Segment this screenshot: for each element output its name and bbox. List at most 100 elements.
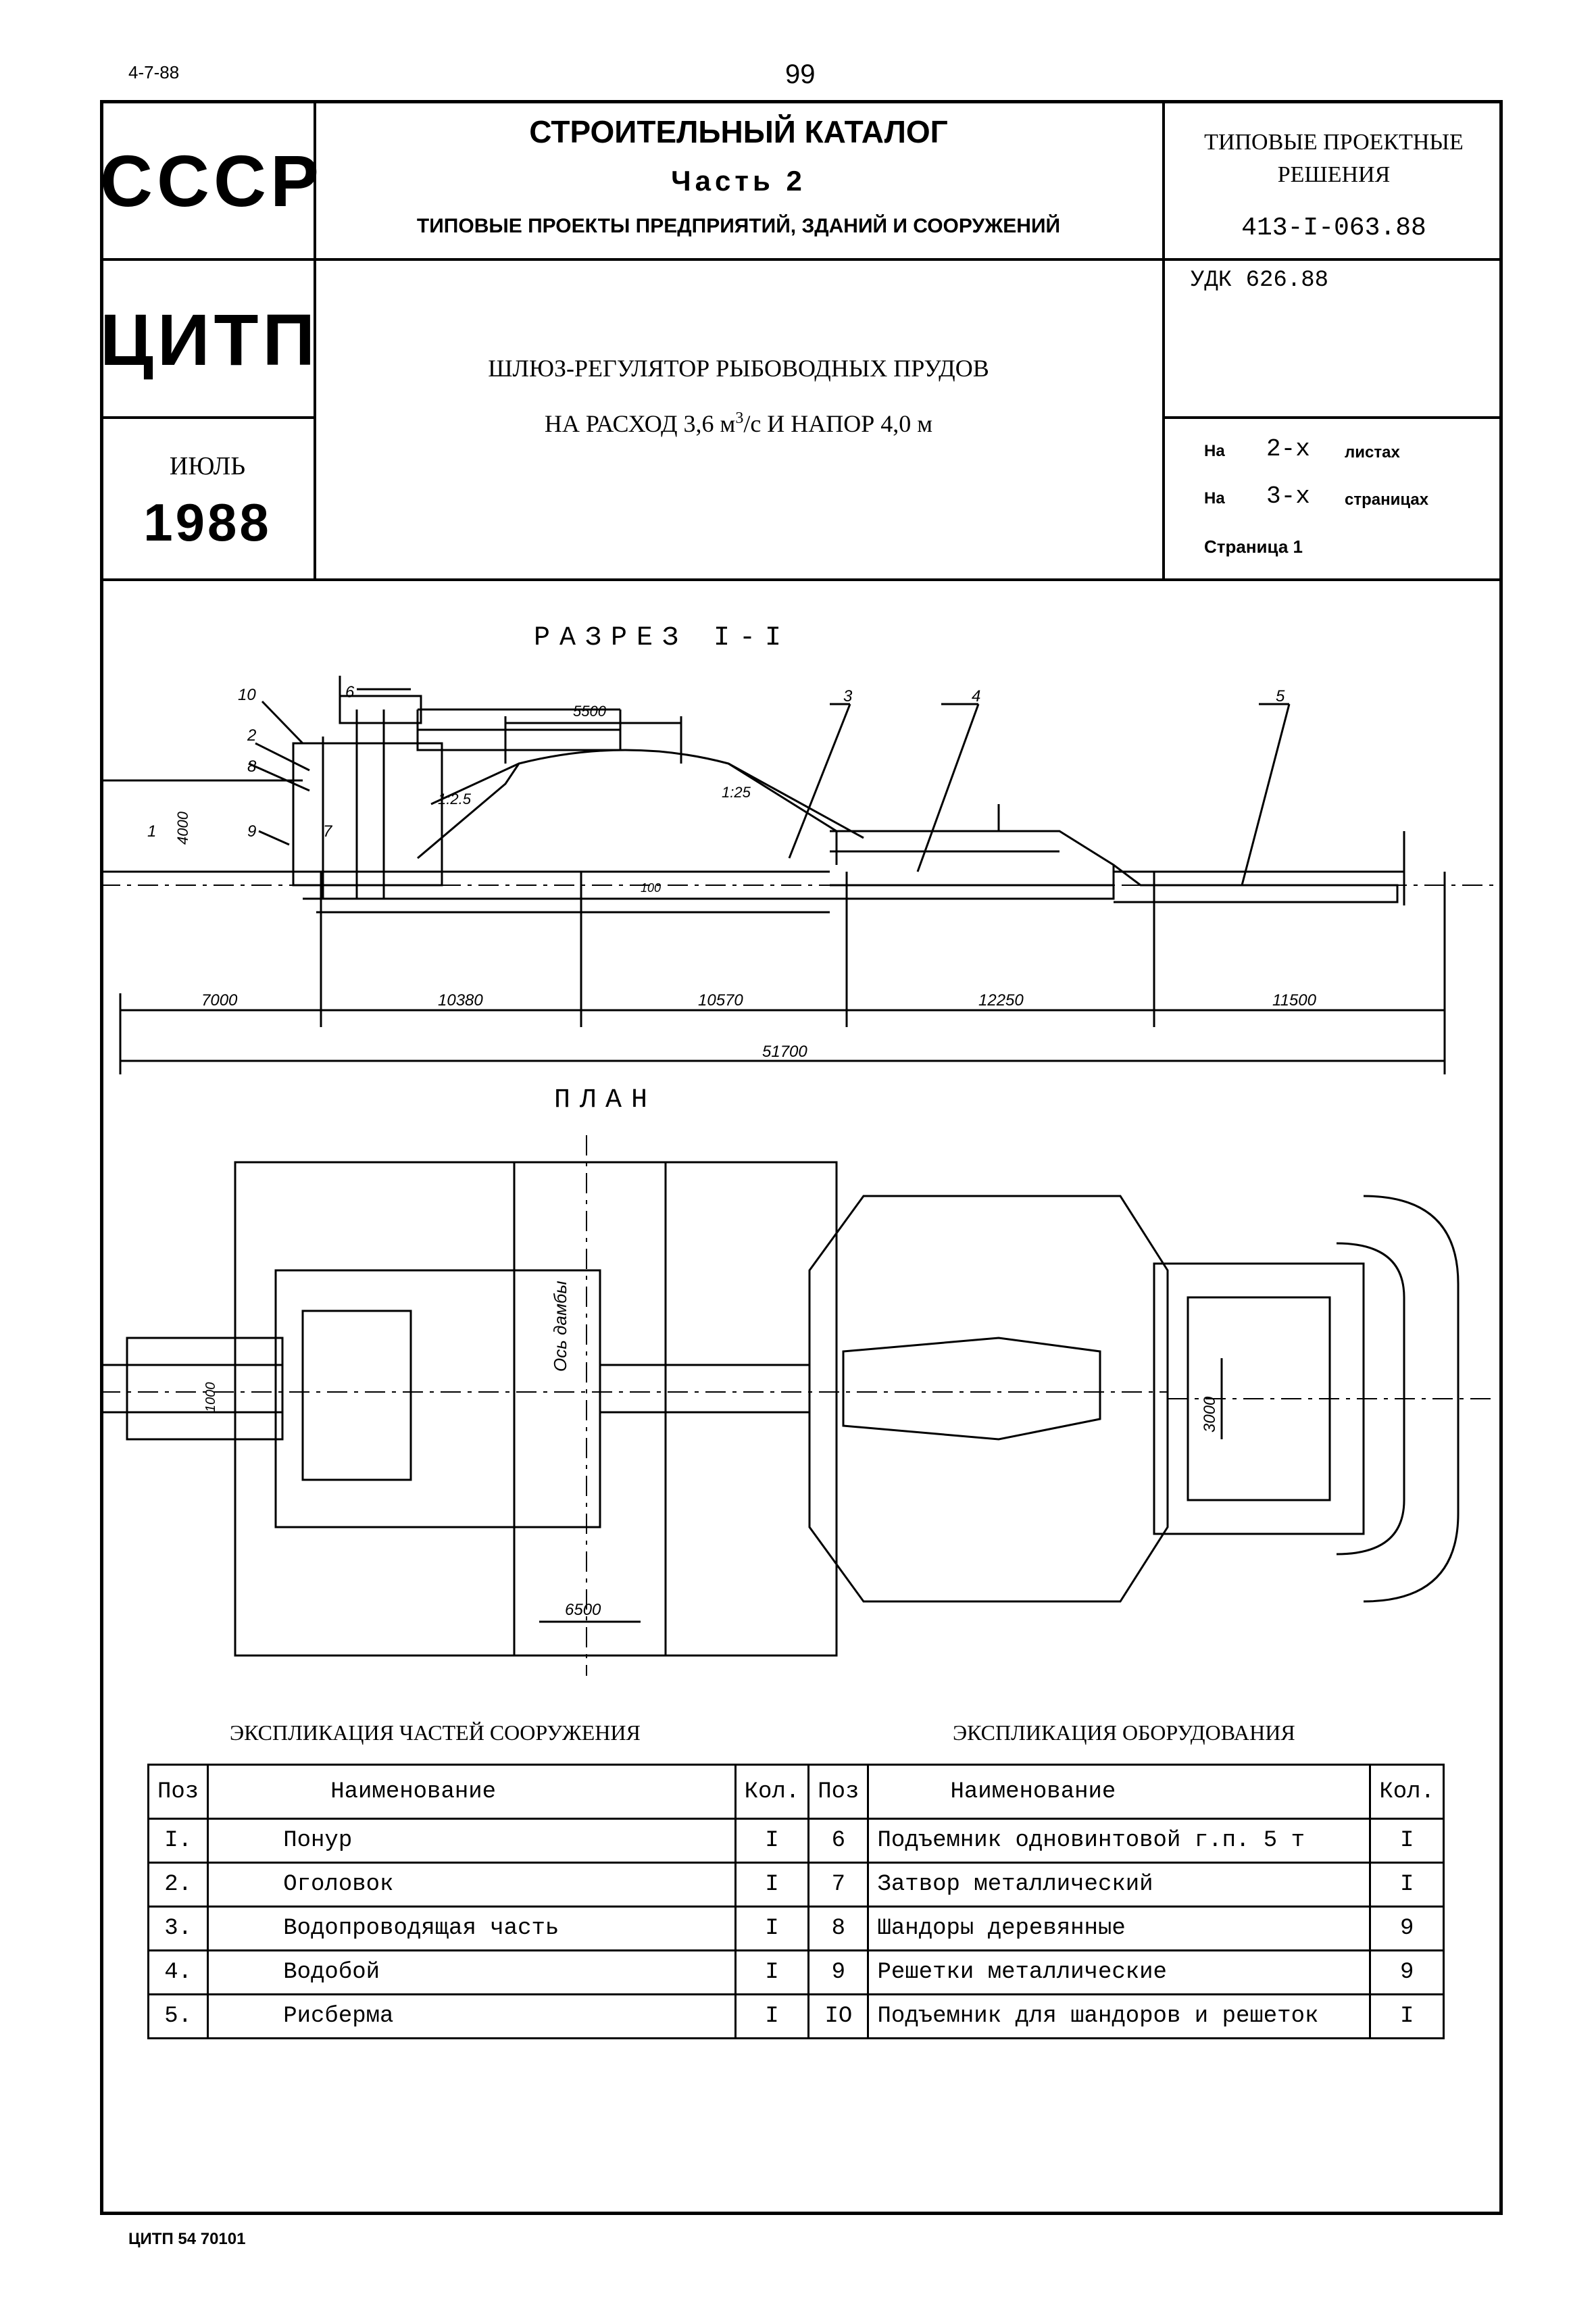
- section-dim-height: 4000: [174, 811, 191, 845]
- explication-table: Поз Наименование Кол. Поз Наименование К…: [147, 1764, 1445, 2039]
- part-name: Понур: [207, 1818, 737, 1864]
- section-drawing: 10 6 2 8 9 7 1 3 4 5 5500 1:2.5 1:25 100…: [100, 676, 1503, 1074]
- equipment-qty: I: [1369, 1993, 1445, 2039]
- table-row: 3. Водопроводящая часть I 8 Шандоры дере…: [147, 1906, 1445, 1951]
- sheets-prefix: На: [1204, 442, 1225, 460]
- section-dim-3: 10570: [698, 991, 743, 1010]
- sheets-count: 2-х: [1266, 435, 1310, 463]
- expl-equipment-title: ЭКСПЛИКАЦИЯ ОБОРУДОВАНИЯ: [953, 1720, 1295, 1745]
- project-title-part-b: /с И НАПОР 4,0 м: [743, 410, 933, 437]
- section-slope-1: 1:2.5: [438, 791, 472, 807]
- part-qty: I: [734, 1949, 810, 1995]
- col-header-name-2: Наименование: [867, 1764, 1372, 1820]
- part-pos: 5.: [147, 1993, 209, 2039]
- month-label: ИЮЛЬ: [169, 452, 246, 480]
- udk-code: УДК 626.88: [1191, 268, 1329, 293]
- section-label-2: 2: [247, 726, 256, 745]
- equipment-name: Решетки металлические: [867, 1949, 1372, 1995]
- project-title-line1: ШЛЮЗ-РЕГУЛЯТОР РЫБОВОДНЫХ ПРУДОВ: [488, 355, 989, 382]
- footer-code: ЦИТП 54 70101: [128, 2230, 246, 2248]
- equipment-pos: 7: [807, 1862, 870, 1908]
- equipment-name: Шандоры деревянные: [867, 1906, 1372, 1951]
- part-name: Водобой: [207, 1949, 737, 1995]
- table-header-row: Поз Наименование Кол. Поз Наименование К…: [147, 1764, 1445, 1820]
- expl-parts-title: ЭКСПЛИКАЦИЯ ЧАСТЕЙ СООРУЖЕНИЯ: [230, 1720, 641, 1745]
- page-label: Страница 1: [1204, 537, 1303, 557]
- equipment-name: Подъемник одновинтовой г.п. 5 т: [867, 1818, 1372, 1864]
- section-title: РАЗРЕЗ I-I: [534, 623, 791, 653]
- plan-axis-label: Ось дамбы: [550, 1280, 570, 1372]
- plan-drawing: Ось дамбы 6500 3000 1000: [100, 1135, 1492, 1676]
- section-dim-4: 12250: [978, 991, 1024, 1010]
- pages-prefix: На: [1204, 489, 1225, 507]
- part-name: Оголовок: [207, 1862, 737, 1908]
- plan-dim-6500: 6500: [565, 1601, 601, 1619]
- section-label-4: 4: [972, 687, 980, 705]
- header-bottom-line: [100, 578, 1503, 581]
- part-qty: I: [734, 1906, 810, 1951]
- header-divider-right: [1162, 100, 1165, 581]
- col-header-qty: Кол.: [734, 1764, 810, 1820]
- sheet-frame: [100, 100, 1503, 2215]
- catalog-title: СТРОИТЕЛЬНЫЙ КАТАЛОГ: [529, 114, 948, 149]
- section-label-5: 5: [1276, 687, 1285, 705]
- equipment-name: Подъемник для шандоров и решеток: [867, 1993, 1372, 2039]
- section-slope-2: 1:25: [722, 784, 751, 801]
- equipment-pos: IO: [807, 1993, 870, 2039]
- section-dim-5: 11500: [1272, 991, 1317, 1010]
- part-qty: I: [734, 1993, 810, 2039]
- typical-solutions-line1: ТИПОВЫЕ ПРОЕКТНЫЕ: [1204, 130, 1464, 155]
- page-code: 4-7-88: [128, 62, 180, 82]
- part-qty: I: [734, 1818, 810, 1864]
- header-row-line-right: [1162, 416, 1503, 419]
- section-dim-1: 7000: [201, 991, 238, 1010]
- equipment-name: Затвор металлический: [867, 1862, 1372, 1908]
- pages-count: 3-х: [1266, 482, 1310, 510]
- ussr-label: СССР: [100, 140, 324, 222]
- equipment-qty: I: [1369, 1818, 1445, 1864]
- section-label-9: 9: [247, 822, 256, 841]
- col-header-pos: Поз: [147, 1764, 209, 1820]
- part-pos: 4.: [147, 1949, 209, 1995]
- equipment-pos: 8: [807, 1906, 870, 1951]
- project-title-part-a: НА РАСХОД 3,6 м: [544, 410, 736, 437]
- part-qty: I: [734, 1862, 810, 1908]
- col-header-pos-2: Поз: [807, 1764, 870, 1820]
- table-row: 5. Рисберма I IO Подъемник для шандоров …: [147, 1993, 1445, 2039]
- section-dim-top: 5500: [573, 703, 607, 720]
- table-row: 2. Оголовок I 7 Затвор металлический I: [147, 1862, 1445, 1908]
- header-divider-left: [314, 100, 316, 581]
- year-label: 1988: [143, 493, 272, 552]
- part-name: Водопроводящая часть: [207, 1906, 737, 1951]
- col-header-qty-2: Кол.: [1369, 1764, 1445, 1820]
- sheets-suffix: листах: [1345, 443, 1400, 462]
- section-label-3: 3: [843, 687, 853, 705]
- section-label-1: 1: [147, 822, 156, 841]
- catalog-part: Часть 2: [671, 165, 806, 197]
- equipment-qty: 9: [1369, 1906, 1445, 1951]
- section-label-8: 8: [247, 757, 257, 776]
- pages-suffix: страницах: [1345, 491, 1429, 509]
- table-row: I. Понур I 6 Подъемник одновинтовой г.п.…: [147, 1818, 1445, 1864]
- equipment-qty: 9: [1369, 1949, 1445, 1995]
- header-row-line-left: [100, 416, 315, 419]
- col-header-name: Наименование: [207, 1764, 737, 1820]
- citp-label: ЦИТП: [100, 299, 320, 380]
- section-dim-100: 100: [641, 881, 661, 895]
- section-dim-2: 10380: [438, 991, 483, 1010]
- project-title-line2: НА РАСХОД 3,6 м3/с И НАПОР 4,0 м: [315, 409, 1162, 438]
- part-pos: I.: [147, 1818, 209, 1864]
- section-label-7: 7: [323, 822, 333, 841]
- equipment-pos: 6: [807, 1818, 870, 1864]
- page-number: 99: [785, 59, 816, 89]
- project-code: 413-I-063.88: [1241, 214, 1426, 243]
- table-row: 4. Водобой I 9 Решетки металлические 9: [147, 1949, 1445, 1995]
- section-label-10: 10: [238, 686, 256, 704]
- header-row-line-1: [100, 258, 1503, 261]
- catalog-part-subtitle: ТИПОВЫЕ ПРОЕКТЫ ПРЕДПРИЯТИЙ, ЗДАНИЙ И СО…: [416, 215, 1061, 237]
- plan-dim-1000: 1000: [203, 1383, 218, 1413]
- project-title-superscript: 3: [735, 409, 744, 427]
- plan-dim-3000: 3000: [1201, 1396, 1219, 1433]
- equipment-pos: 9: [807, 1949, 870, 1995]
- typical-solutions-line2: РЕШЕНИЯ: [1277, 162, 1391, 187]
